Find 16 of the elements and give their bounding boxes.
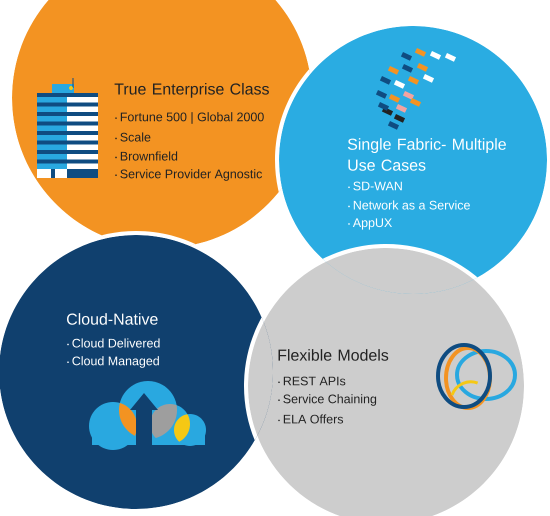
heading: Cloud-Native [67,313,158,325]
list-item: AppUX [348,218,392,230]
list-item: Network as a Service [348,200,470,210]
list-item: Brownfield [115,151,178,161]
list-item: Fortune 500 | Global 2000 [115,112,264,124]
list-item: REST APIs [278,376,346,386]
list-item: Cloud Managed [67,356,159,368]
heading: Single Fabric- Multiple Use Cases [348,138,506,171]
list-item: ELA Offers [278,414,344,424]
list-item: Service Provider Agnostic [115,169,262,181]
heading: Flexible Models [278,349,388,361]
list-item: Cloud Delivered [67,338,160,348]
list-item: Service Chaining [278,394,376,406]
list-item: SD-WAN [348,182,402,190]
list-item: Scale [115,132,150,142]
heading: True Enterprise Class [114,82,269,98]
